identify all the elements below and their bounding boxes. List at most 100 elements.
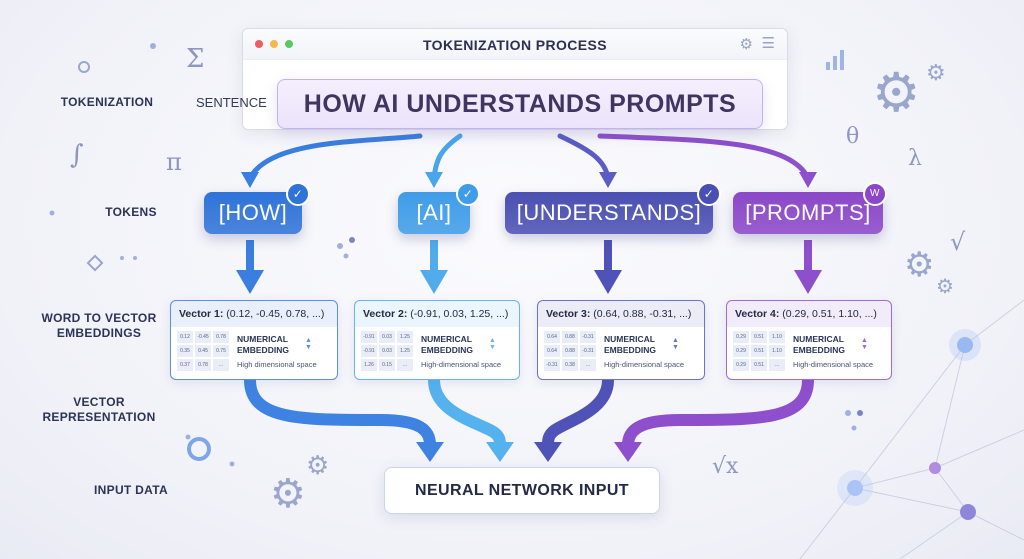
sqrt-glyph: √	[950, 228, 966, 256]
vector-name: Vector 2:	[363, 308, 408, 320]
row-label-input-data: INPUT DATA	[94, 483, 168, 497]
vector-cell: 1.25	[397, 331, 413, 343]
embedding-label: NUMERICAL EMBEDDING	[421, 334, 473, 355]
space-label: High-dimensional space	[421, 360, 502, 369]
token-label: [AI]	[416, 200, 452, 225]
row-label-embeddings: WORD TO VECTOR EMBEDDINGS	[41, 311, 157, 340]
gear-icon-left-small: ⚙	[306, 450, 330, 480]
check-badge-icon: ✓	[286, 182, 310, 206]
gear-icon-tiny: ⚙	[936, 276, 954, 298]
vector-cell: 1.25	[397, 345, 413, 357]
vector-cell: 0.51	[751, 345, 767, 357]
token-label: [PROMPTS]	[745, 200, 871, 225]
token-how[interactable]: [HOW] ✓	[204, 182, 310, 234]
theta-glyph: θ	[846, 124, 860, 149]
vector-cell: 0.37	[177, 359, 193, 371]
space-label: High dimensional space	[237, 360, 317, 369]
vector-cell: -0.91	[361, 331, 377, 343]
vector-header: Vector 4: (0.29, 0.51, 1.10, ...)	[727, 301, 891, 327]
check-badge-icon: ✓	[456, 182, 480, 206]
vector-cell: 0.29	[733, 331, 749, 343]
vector-header: Vector 2: (-0.91, 0.03, 1.25, ...)	[355, 301, 519, 327]
neural-network-input-box: NEURAL NETWORK INPUT	[384, 467, 660, 514]
vector-cell: 0.29	[733, 359, 749, 371]
token-label: [HOW]	[218, 200, 288, 225]
vector-cell: 0.88	[562, 345, 578, 357]
minimize-dot[interactable]	[270, 40, 278, 48]
vector-cell: -0.31	[580, 331, 596, 343]
up-down-icon: ▲▼	[672, 337, 679, 351]
vector-cell: 1.26	[361, 359, 377, 371]
vector-cell: 0.78	[195, 359, 211, 371]
embedding-label: NUMERICAL EMBEDDING	[793, 334, 845, 355]
token-ai[interactable]: [AI] ✓	[398, 182, 480, 234]
vector-cell: 0.88	[562, 331, 578, 343]
vector-cell: 0.03	[379, 331, 395, 343]
network-decoration	[799, 299, 1024, 559]
input-arrowheads	[416, 442, 642, 462]
token-understands[interactable]: [UNDERSTANDS] ✓	[505, 182, 721, 234]
vector-cell: 0.51	[751, 331, 767, 343]
vector-cell: 1.10	[769, 331, 785, 343]
bar-chart-icon	[826, 50, 844, 70]
vector-cell: ...	[580, 359, 596, 371]
vector-card-1: Vector 1: (0.12, -0.45, 0.78, ...) 0.12-…	[170, 300, 338, 380]
integral-glyph: ∫	[70, 140, 84, 170]
vector-to-input-arrows	[244, 374, 814, 451]
up-down-icon: ▲▼	[305, 337, 312, 351]
vector-cell: 0.38	[562, 359, 578, 371]
vector-cell: -0.31	[580, 345, 596, 357]
maximize-dot[interactable]	[285, 40, 293, 48]
token-to-vector-arrows	[236, 240, 822, 294]
embedding-label: NUMERICAL EMBEDDING	[604, 334, 656, 355]
vector-cell: 0.15	[379, 359, 395, 371]
space-label: High-dimensional space	[793, 360, 874, 369]
vector-cell: 0.75	[213, 345, 229, 357]
row-label-tokens: TOKENS	[105, 205, 157, 219]
row-label-tokenization: TOKENIZATION	[60, 95, 154, 109]
vector-cell: 0.78	[213, 331, 229, 343]
vector-card-2: Vector 2: (-0.91, 0.03, 1.25, ...) -0.91…	[354, 300, 520, 380]
row-label-representation: VECTOR REPRESENTATION	[42, 395, 156, 424]
vector-cell: 0.64	[544, 345, 560, 357]
vector-cell: 0.51	[751, 359, 767, 371]
vector-cell: ...	[213, 359, 229, 371]
decor-shapes	[78, 61, 211, 461]
vector-name: Vector 4:	[735, 308, 780, 320]
lambda-glyph: λ	[908, 146, 922, 171]
token-label: [UNDERSTANDS]	[516, 200, 702, 225]
vector-name: Vector 1:	[179, 308, 224, 320]
vector-values: (0.12, -0.45, 0.78, ...)	[226, 308, 325, 320]
window-titlebar: TOKENIZATION PROCESS ⚙ ☰	[243, 29, 787, 60]
gear-icon-mid: ⚙	[904, 246, 935, 284]
vector-cell: 0.35	[177, 345, 193, 357]
vector-cell: -0.45	[195, 331, 211, 343]
window-title: TOKENIZATION PROCESS	[422, 37, 608, 53]
vector-header: Vector 3: (0.64, 0.88, -0.31, ...)	[538, 301, 704, 327]
vector-name: Vector 3:	[546, 308, 591, 320]
gear-icon-left: ⚙	[270, 472, 306, 516]
vector-cell: 0.64	[544, 331, 560, 343]
token-prompts[interactable]: [PROMPTS] W	[733, 182, 887, 234]
vector-cell: -0.91	[361, 345, 377, 357]
gear-icon-large: ⚙	[872, 63, 921, 123]
sqrt-x-glyph: √x	[712, 454, 739, 479]
vector-cell: ...	[397, 359, 413, 371]
vector-cell: 0.12	[177, 331, 193, 343]
sentence-label: SENTENCE	[196, 95, 267, 110]
sentence-arrowheads	[241, 172, 817, 188]
close-dot[interactable]	[255, 40, 263, 48]
vector-values: (0.29, 0.51, 1.10, ...)	[782, 308, 877, 320]
menu-icon[interactable]: ☰	[761, 35, 775, 52]
settings-icon[interactable]: ⚙	[739, 36, 753, 53]
network-nodes	[837, 329, 981, 520]
vector-values: (0.64, 0.88, -0.31, ...)	[593, 308, 692, 320]
vector-cell: ...	[769, 359, 785, 371]
